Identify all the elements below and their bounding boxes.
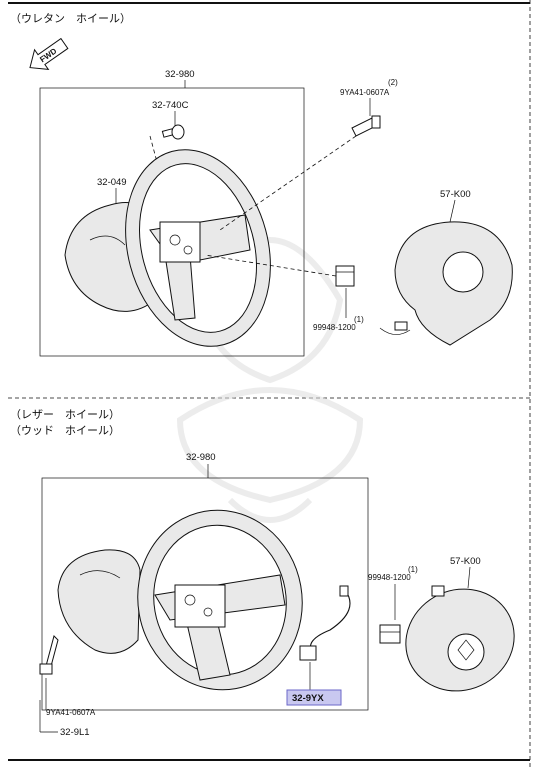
label-wheel-bottom: 32-980 [186,452,216,463]
steering-wheel-top [125,149,271,347]
steering-cover-bottom [57,549,141,654]
bolt-icon-top [351,115,381,137]
label-airbag-top: 57-K00 [440,189,471,200]
nut-guide-top [204,254,337,277]
label-screw-top: 32-740C [152,100,189,111]
airbag-module-top [379,221,513,346]
label-harness[interactable]: 32-9YX [292,693,324,704]
label-nut-top: 99948-1200 [313,323,356,332]
airbag-module-bottom [405,585,515,692]
harness-part-highlight[interactable] [286,689,342,706]
label-cover-bottom: 32-9L1 [60,727,90,738]
label-nut-top-qty: (1) [354,315,364,324]
fwd-arrow-icon: FWD [29,37,69,71]
cover-detail [89,235,126,246]
leader-airbag-top [449,199,456,223]
label-nut-bottom: 99948-1200 [368,573,411,582]
leader-airbag-bottom [467,566,471,589]
cover-detail-bottom [79,570,121,579]
label-bolt-bottom: 9YA41-0607A [46,708,96,717]
steering-wheel-bottom [137,509,303,691]
screw-icon [161,124,185,140]
label-bolt-top-qty: (2) [388,78,398,87]
label-wheel-top: 32-980 [165,69,195,80]
label-cover-top: 32-049 [97,177,127,188]
heading-leather-wheel: （レザー ホイール） [10,408,120,421]
bolt-icon-bottom [39,635,59,675]
nut-icon-top [335,265,355,287]
heading-wood-wheel: （ウッド ホイール） [10,424,120,437]
bottom-assembly-box [41,477,369,711]
screw-guide [149,135,179,241]
label-nut-bottom-qty: (1) [408,565,418,574]
top-assembly-box [39,87,305,357]
label-bolt-top: 9YA41-0607A [340,88,390,97]
label-airbag-bottom: 57-K00 [450,556,481,567]
heading-urethane-wheel: （ウレタン ホイール） [10,12,131,25]
harness-connector [299,585,351,661]
nut-icon-bottom [379,624,401,644]
